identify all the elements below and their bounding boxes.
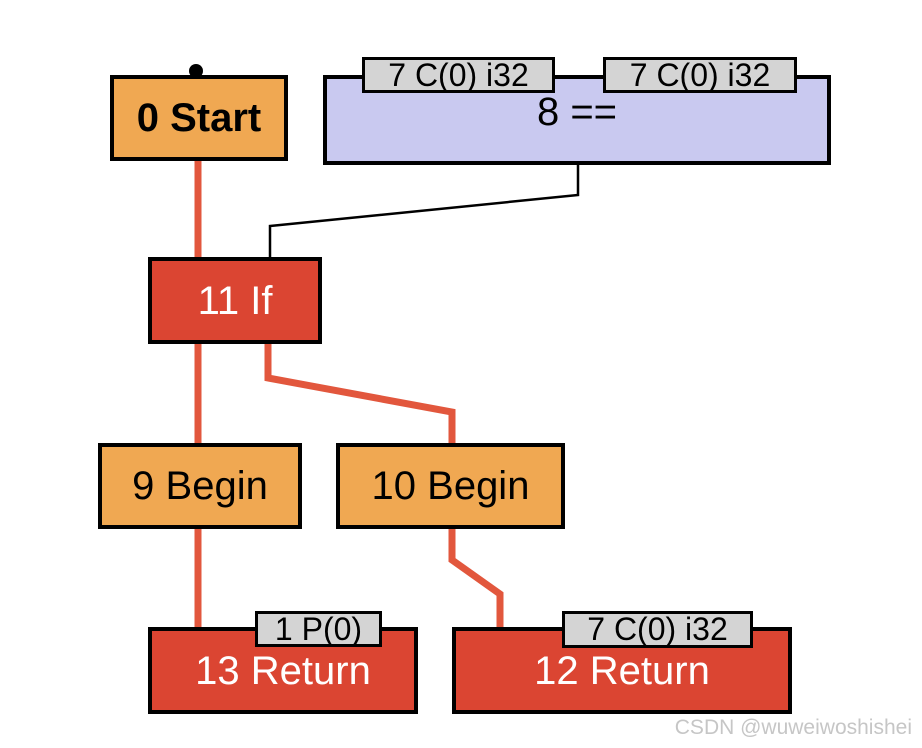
- port-label-return12: 7 C(0) i32: [562, 611, 753, 648]
- start-entry-dot: [189, 64, 203, 78]
- node-if: 11 If: [148, 257, 322, 344]
- port-label-eq-left-text: 7 C(0) i32: [388, 56, 529, 93]
- port-label-eq-right: 7 C(0) i32: [603, 57, 797, 93]
- node-start: 0 Start: [110, 75, 288, 161]
- port-label-eq-left: 7 C(0) i32: [362, 57, 555, 93]
- node-eq-label: 8 ==: [536, 90, 618, 134]
- port-label-return12-text: 7 C(0) i32: [587, 611, 728, 647]
- edge-if-to-begin10: [264, 343, 456, 445]
- port-label-return13: 1 P(0): [255, 611, 382, 647]
- node-start-label: 0 Start: [136, 96, 262, 140]
- node-return12-label: 12 Return: [534, 648, 710, 693]
- node-return13-label: 13 Return: [195, 648, 371, 693]
- port-label-eq-right-text: 7 C(0) i32: [629, 56, 771, 93]
- node-begin9-label: 9 Begin: [132, 464, 268, 508]
- edge-eq-to-if: [268, 162, 580, 260]
- node-begin10-label: 10 Begin: [371, 464, 530, 508]
- csdn-watermark: CSDN @wuweiwoshishei: [674, 716, 912, 739]
- node-if-label: 11 If: [197, 278, 273, 323]
- edge-begin10-to-return12: [448, 527, 504, 629]
- port-label-return13-text: 1 P(0): [274, 610, 363, 647]
- node-begin9: 9 Begin: [98, 443, 302, 529]
- node-begin10: 10 Begin: [336, 443, 565, 529]
